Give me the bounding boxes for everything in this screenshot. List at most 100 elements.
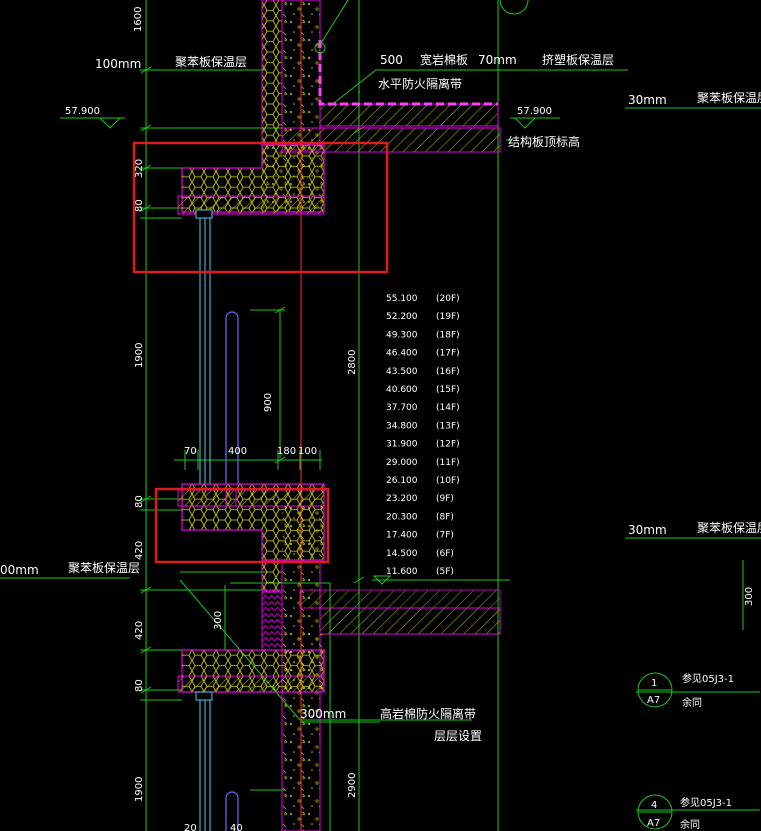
eps-insulation-upper <box>261 0 283 146</box>
detail-ref-1 <box>637 672 673 708</box>
label-00mm: 00mm <box>0 563 39 577</box>
dim-300-b: 300 <box>744 587 755 606</box>
label-per-floor: 层层设置 <box>434 729 482 743</box>
floor-elevation: 52.200 <box>386 312 418 322</box>
dim-420-b: 420 <box>134 621 145 640</box>
label-300mm: 300mm <box>300 707 346 721</box>
floor-elevation: 49.300 <box>386 330 418 340</box>
dim-100: 100 <box>298 446 317 457</box>
ref-4-line1: 参见05J3-1 <box>680 796 732 809</box>
label-eps-left: 聚苯板保温层 <box>68 561 140 575</box>
floor-elevation: 17.400 <box>386 531 418 541</box>
ref-4-sheet: A7 <box>647 818 660 829</box>
label-100mm: 100mm <box>95 57 141 71</box>
dim-400: 400 <box>228 446 247 457</box>
label-rock-band: 宽岩棉板 <box>420 52 468 67</box>
dim-2800: 2800 <box>347 350 358 375</box>
window-glazing <box>199 212 211 831</box>
dim-180: 180 <box>277 446 296 457</box>
detail-circle-fragment <box>499 0 529 15</box>
floor-number: (14F) <box>436 403 460 413</box>
dim-900: 900 <box>263 393 274 412</box>
floor-number: (19F) <box>436 312 460 322</box>
floor-number: (17F) <box>436 349 460 359</box>
window-sill-slab <box>177 489 325 507</box>
dim-40: 40 <box>230 823 243 831</box>
ref-4-line2: 余同 <box>680 818 700 831</box>
detail-ref-4 <box>637 794 673 830</box>
ref-1-line1: 参见05J3-1 <box>682 672 734 685</box>
label-slab-top: 结构板顶标高 <box>508 134 580 149</box>
floor-elevation: 46.400 <box>386 349 418 359</box>
floor-elevation: 31.900 <box>386 440 418 450</box>
ref-1-line2: 余同 <box>682 696 702 709</box>
ref-1-sheet: A7 <box>647 695 660 706</box>
leader-dot <box>314 42 326 54</box>
ref-4-number: 4 <box>651 800 657 811</box>
label-eps-right-b: 聚苯板保温层 <box>697 521 761 535</box>
label-xps: 挤塑板保温层 <box>542 52 614 67</box>
dim-20: 20 <box>184 823 197 831</box>
elevation-markers <box>60 117 560 585</box>
dim-2900: 2900 <box>347 773 358 798</box>
waterproof-line <box>318 40 498 106</box>
floor-elevation: 43.500 <box>386 367 418 377</box>
ref-1-number: 1 <box>651 678 657 689</box>
floor-number: (6F) <box>436 549 454 559</box>
label-500: 500 <box>380 53 403 67</box>
window-frame-top <box>195 209 213 219</box>
dim-420-a: 420 <box>134 541 145 560</box>
dim-320: 320 <box>134 159 145 178</box>
dim-80-a: 80 <box>134 199 145 212</box>
floor-elevation: 14.500 <box>386 549 418 559</box>
floor-number: (8F) <box>436 512 454 522</box>
floor-number: (7F) <box>436 531 454 541</box>
floor-number: (10F) <box>436 476 460 486</box>
floor-elevation: 55.100 <box>386 294 418 304</box>
dim-80-b: 80 <box>134 495 145 508</box>
label-eps: 聚苯板保温层 <box>175 55 247 69</box>
floor-number: (15F) <box>436 385 460 395</box>
floor-number: (5F) <box>436 567 454 577</box>
label-30mm-b: 30mm <box>628 523 667 537</box>
eps-insulation-mid <box>261 559 283 593</box>
dim-80-c: 80 <box>134 679 145 692</box>
floor-elevation: 37.700 <box>386 403 418 413</box>
floor-elevation: 29.000 <box>386 458 418 468</box>
floor-number: (9F) <box>436 494 454 504</box>
floor-number: (11F) <box>436 458 460 468</box>
dim-1900: 1900 <box>134 343 145 368</box>
label-rock-fire-belt: 高岩棉防火隔离带 <box>380 706 476 721</box>
dim-300-a: 300 <box>213 611 224 630</box>
elev-left: 57.900 <box>65 106 100 117</box>
window-head-lower-concrete <box>282 634 324 692</box>
floor-elevation-table: 55.100 (20F) 52.200 (19F) 49.300 (18F) 46.400 (… <box>386 294 460 577</box>
floor-elevation: 23.200 <box>386 494 418 504</box>
floor-elevation: 34.800 <box>386 421 418 431</box>
xps-layer-mid <box>299 589 501 609</box>
dim-1600: 1600 <box>133 7 144 32</box>
label-70mm: 70mm <box>478 53 517 67</box>
window-sill-concrete <box>282 506 324 560</box>
window-head-slab <box>177 195 325 215</box>
floor-number: (12F) <box>436 440 460 450</box>
floor-number: (20F) <box>436 294 460 304</box>
dim-1900-b: 1900 <box>134 777 145 802</box>
floor-elevation: 40.600 <box>386 385 418 395</box>
floor-number: (16F) <box>436 367 460 377</box>
elev-right: 57.900 <box>517 106 552 117</box>
floor-elevation: 20.300 <box>386 512 418 522</box>
floor-number: (18F) <box>436 330 460 340</box>
label-30mm: 30mm <box>628 93 667 107</box>
xps-layer-top <box>319 103 499 127</box>
window-frame-lower <box>195 691 213 701</box>
floor-number: (13F) <box>436 421 460 431</box>
label-eps-right: 聚苯板保温层 <box>697 91 761 105</box>
floor-slab-mid <box>319 607 501 635</box>
drain-pipe <box>225 311 239 831</box>
highlight-box-upper <box>132 141 389 274</box>
highlight-box-lower <box>154 487 330 564</box>
dim-70: 70 <box>184 446 197 457</box>
floor-elevation: 11.600 <box>386 567 418 577</box>
